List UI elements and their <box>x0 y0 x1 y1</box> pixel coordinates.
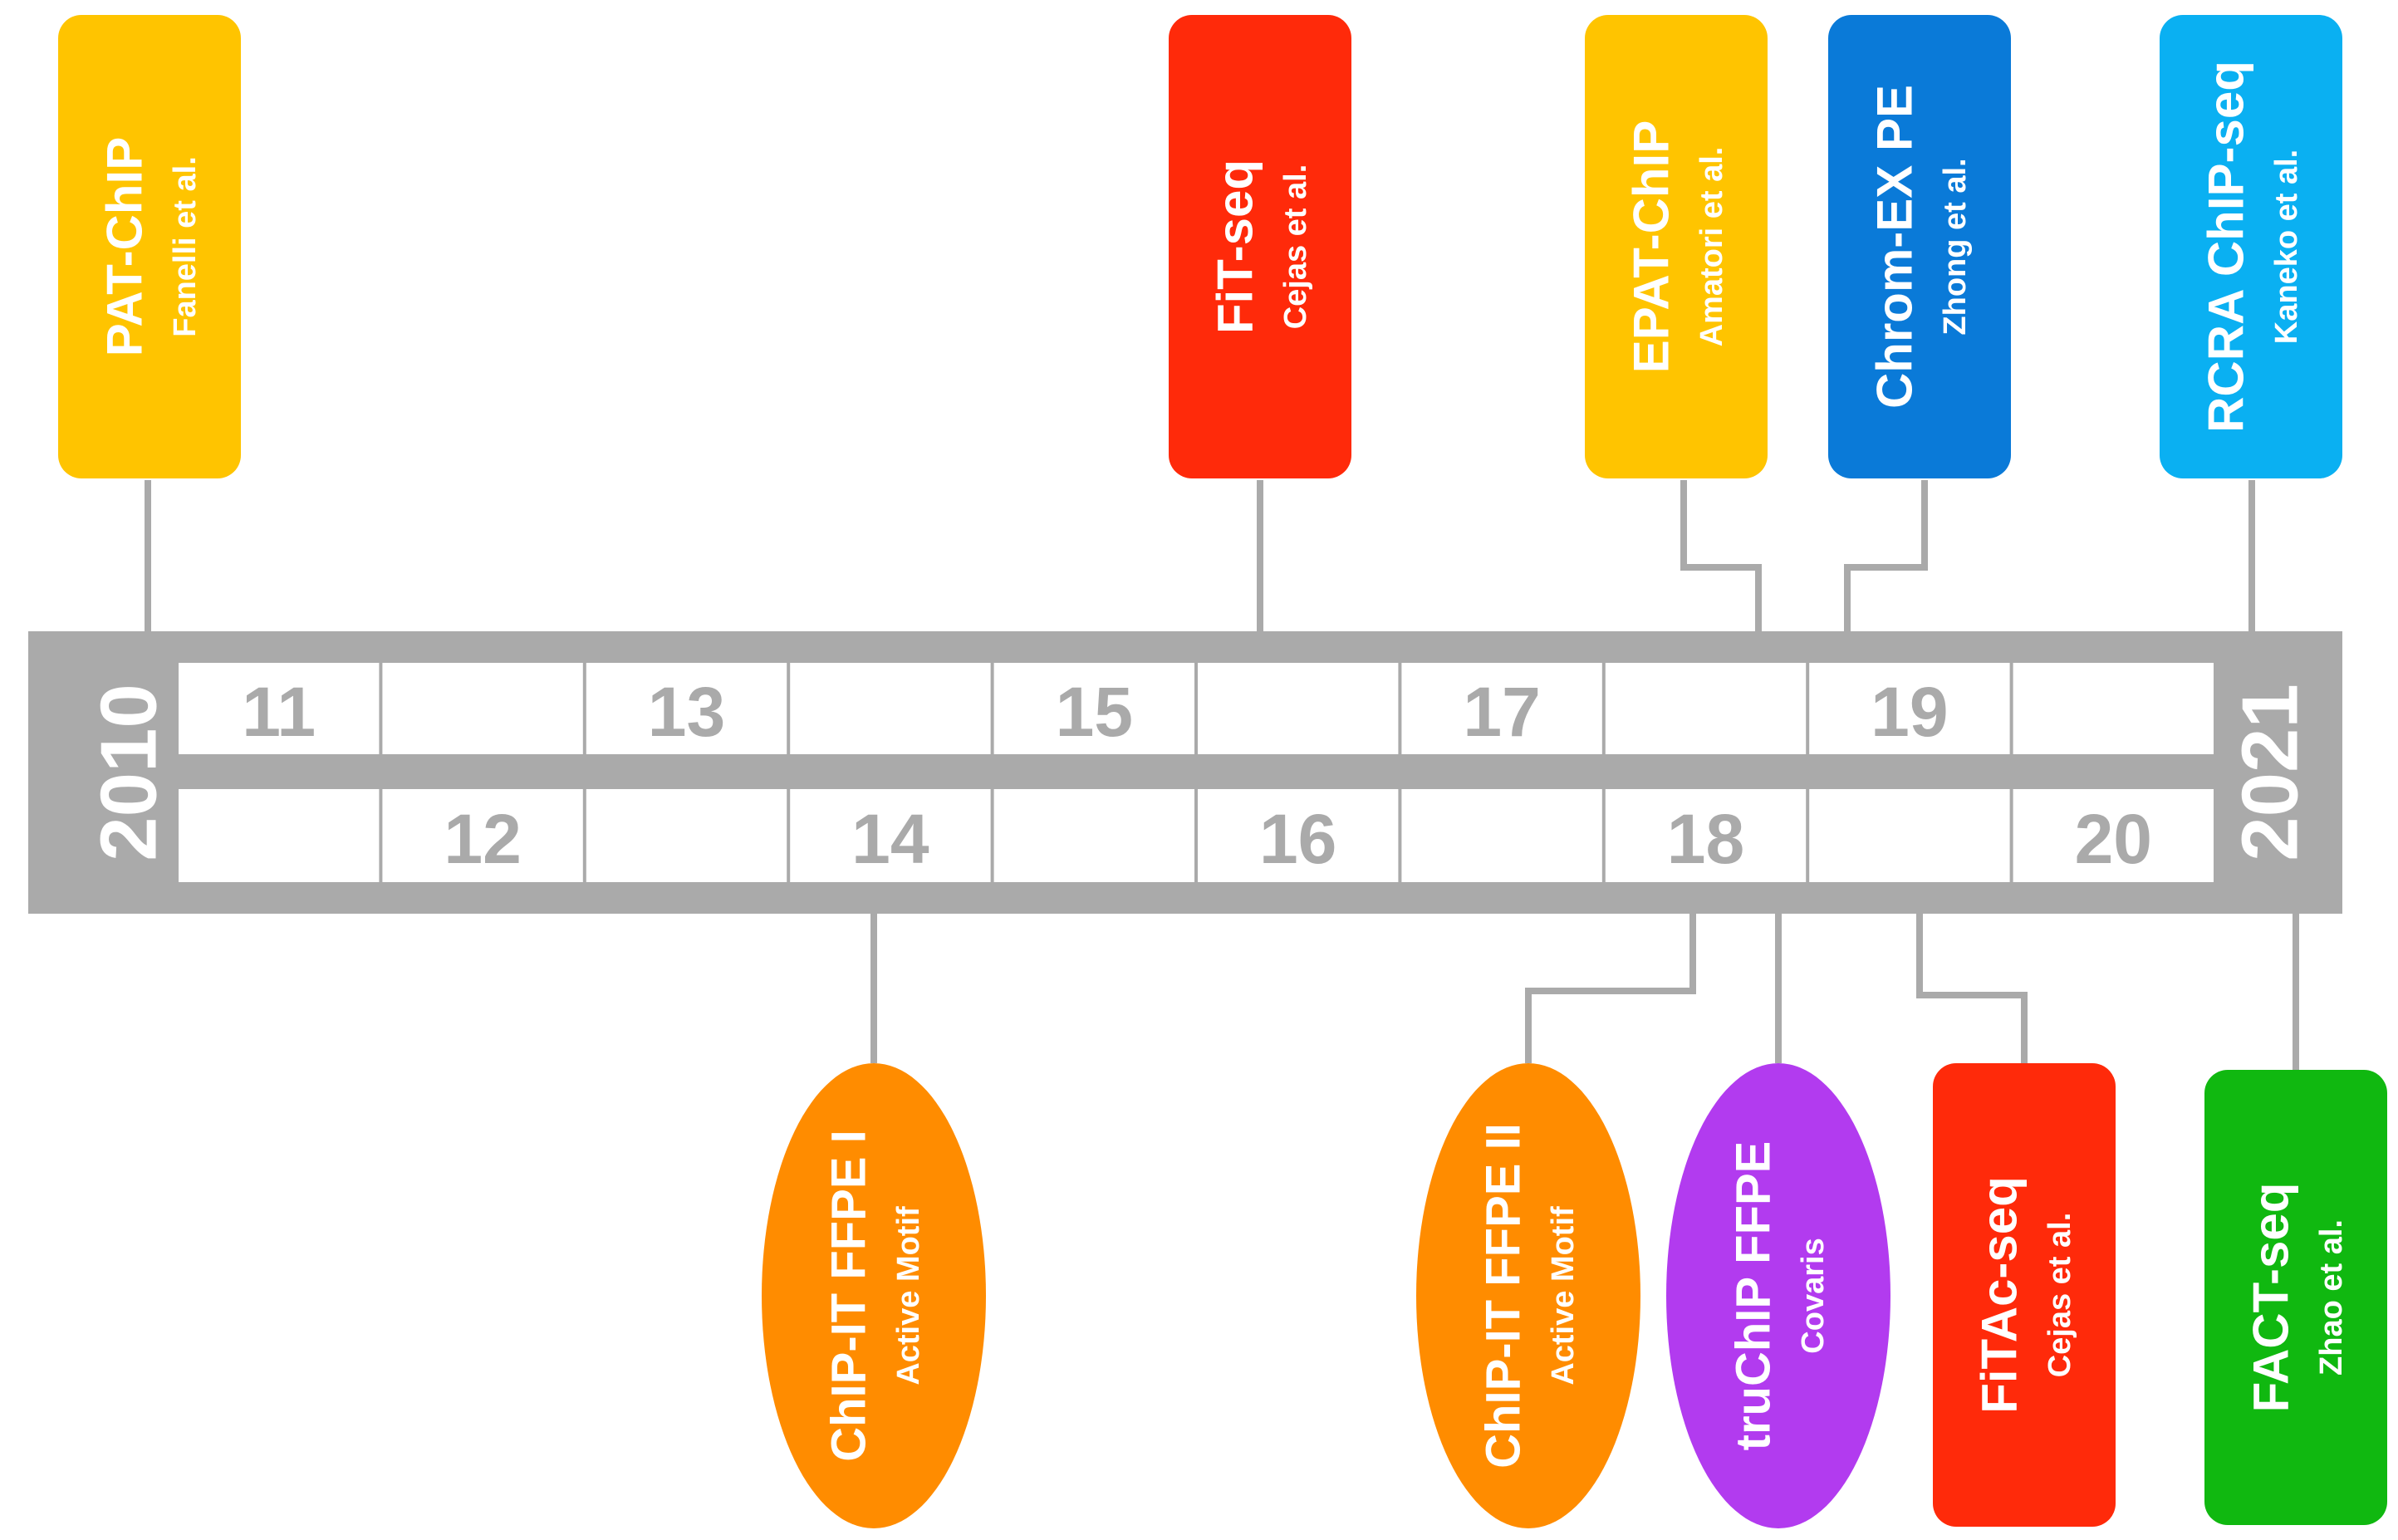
method-truchip-ffpe: truChIP FFPE Covaris <box>1666 1063 1890 1528</box>
method-chip-it-ffpe-2: ChIP-IT FFPE II Active Motif <box>1416 1063 1640 1528</box>
timeline-cell <box>1809 789 2010 882</box>
year-label: 17 <box>1463 673 1540 751</box>
card-shape <box>1828 15 2011 478</box>
method-title: FiT-seq <box>1208 159 1263 334</box>
method-author: Fanelli et al. <box>168 156 203 337</box>
timeline-cell <box>382 789 583 882</box>
card-shape <box>1416 1063 1640 1528</box>
connector-epat-chip <box>1680 480 1762 631</box>
year-label: 15 <box>1056 673 1133 751</box>
method-chrom-ex-pe: Chrom-EX PE Zhong et al. <box>1828 15 2011 478</box>
year-label: 16 <box>1259 800 1336 878</box>
timeline-cell <box>1605 789 1807 882</box>
card-shape <box>762 1063 986 1528</box>
timeline-cell <box>586 663 787 754</box>
method-author: Active Motif <box>1546 1206 1581 1386</box>
method-chip-it-ffpe-1: ChIP-IT FFPE I Active Motif <box>762 1063 986 1528</box>
year-label: 11 <box>242 673 316 751</box>
timeline-cell <box>993 789 1194 882</box>
method-title: ChIP-IT FFPE I <box>822 1130 876 1462</box>
connector-fitac-seq <box>1916 914 2028 1063</box>
timeline-cell <box>179 663 380 754</box>
method-author: Amatori et al. <box>1694 147 1729 347</box>
end-year-label: 2021 <box>2226 684 2315 861</box>
method-title: Chrom-EX PE <box>1867 85 1923 409</box>
timeline-cell <box>1809 663 2010 754</box>
timeline-bar: 11 13 15 17 19 12 14 16 18 20 2010 2021 <box>28 631 2342 914</box>
method-author: Covaris <box>1796 1238 1831 1353</box>
method-author: Zhong et al. <box>1938 158 1973 335</box>
method-fit-seq: FiT-seq Cejas et al. <box>1169 15 1351 478</box>
method-title: truChIP FFPE <box>1727 1141 1781 1451</box>
timeline-cell <box>586 789 787 882</box>
connector-chrom-ex-pe <box>1844 480 1928 631</box>
year-label: 18 <box>1667 800 1744 878</box>
method-fact-seq: FACT-seq Zhao et al. <box>2204 1070 2387 1525</box>
timeline-cell <box>1605 663 1807 754</box>
year-label: 19 <box>1871 673 1948 751</box>
card-shape <box>58 15 241 478</box>
method-rcra-chip-seq: RCRA ChIP-seq Kaneko et al. <box>2160 15 2342 478</box>
timeline-cell <box>1401 663 1602 754</box>
method-author: Zhao et al. <box>2314 1219 2349 1376</box>
timeline-cell <box>1401 789 1602 882</box>
year-label: 12 <box>444 800 521 878</box>
timeline-cell <box>2013 789 2214 882</box>
timeline-cells: 11 13 15 17 19 12 14 16 18 20 <box>179 663 2214 882</box>
timeline-cell <box>790 663 991 754</box>
start-year-label: 2010 <box>85 684 174 861</box>
method-author: Kaneko et al. <box>2269 150 2304 344</box>
timeline-cell <box>179 789 380 882</box>
method-author: Cejas et al. <box>1278 164 1313 330</box>
method-pat-chip: PAT-ChIP Fanelli et al. <box>58 15 241 478</box>
year-label: 20 <box>2075 800 2152 878</box>
year-label: 14 <box>851 800 929 878</box>
card-shape <box>2160 15 2342 478</box>
method-author: Active Motif <box>891 1206 926 1386</box>
timeline-cell <box>1198 789 1399 882</box>
method-title: ChIP-IT FFPE II <box>1477 1123 1531 1469</box>
card-shape <box>1585 15 1768 478</box>
connectors <box>145 480 2299 1070</box>
method-title: EPAT-ChIP <box>1624 120 1680 373</box>
card-shape <box>1169 15 1351 478</box>
method-title: RCRA ChIP-seq <box>2199 61 2254 433</box>
timeline-cell <box>382 663 583 754</box>
method-epat-chip: EPAT-ChIP Amatori et al. <box>1585 15 1768 478</box>
method-fitac-seq: FiTAc-seq Cejas et al. <box>1933 1063 2116 1527</box>
method-title: FiTAc-seq <box>1972 1176 2028 1414</box>
card-shape <box>2204 1070 2387 1525</box>
card-shape <box>1666 1063 1890 1528</box>
method-author: Cejas et al. <box>2042 1213 2077 1378</box>
timeline-cell <box>1198 663 1399 754</box>
year-label: 13 <box>648 673 725 751</box>
method-title: PAT-ChIP <box>97 137 153 356</box>
timeline-cell <box>993 663 1194 754</box>
timeline-cell <box>790 789 991 882</box>
timeline-cell <box>2013 663 2214 754</box>
method-title: FACT-seq <box>2244 1183 2299 1413</box>
card-shape <box>1933 1063 2116 1527</box>
connector-chip-it-ffpe-2 <box>1525 914 1696 1063</box>
